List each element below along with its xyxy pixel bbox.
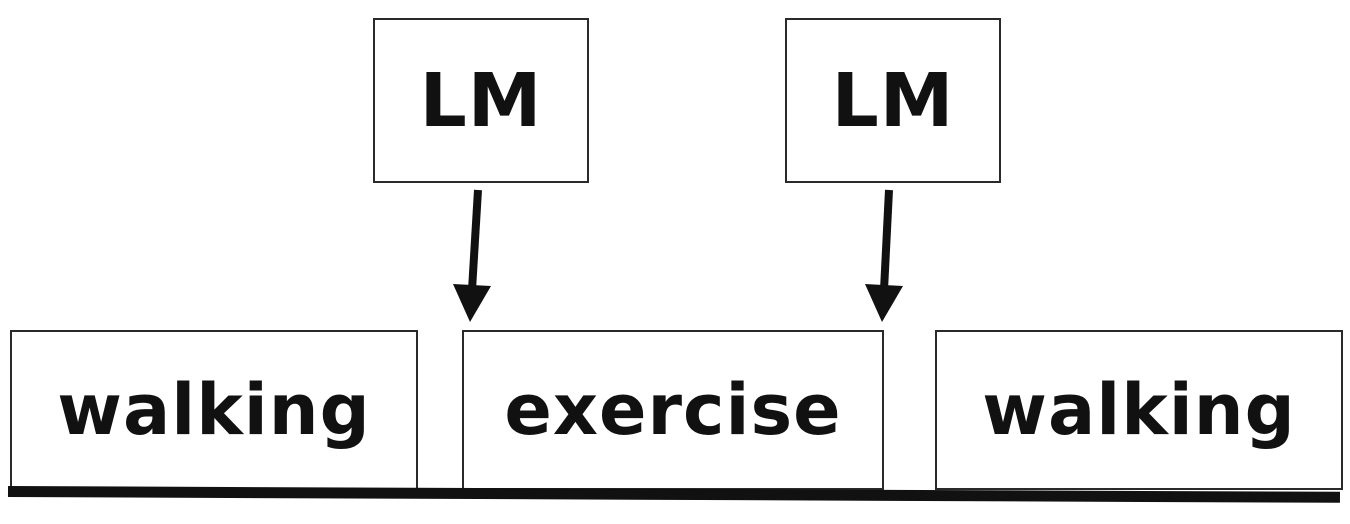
arrow-1-shaft [468,189,482,291]
activity-label-2: exercise [504,369,842,451]
landmark-label-2: LM [831,57,955,144]
arrow-1 [453,189,491,322]
activity-box-2: exercise [462,330,884,490]
activity-box-3: walking [935,330,1343,490]
activity-label-1: walking [57,369,371,451]
activity-label-3: walking [982,369,1296,451]
activity-box-1: walking [10,330,418,490]
landmark-label-1: LM [419,57,543,144]
landmark-box-1: LM [373,18,589,183]
arrow-2-shaft [880,189,893,291]
arrow-2 [865,189,903,322]
arrow-2-head [865,284,903,322]
arrow-1-head [453,284,491,322]
landmark-box-2: LM [785,18,1001,183]
